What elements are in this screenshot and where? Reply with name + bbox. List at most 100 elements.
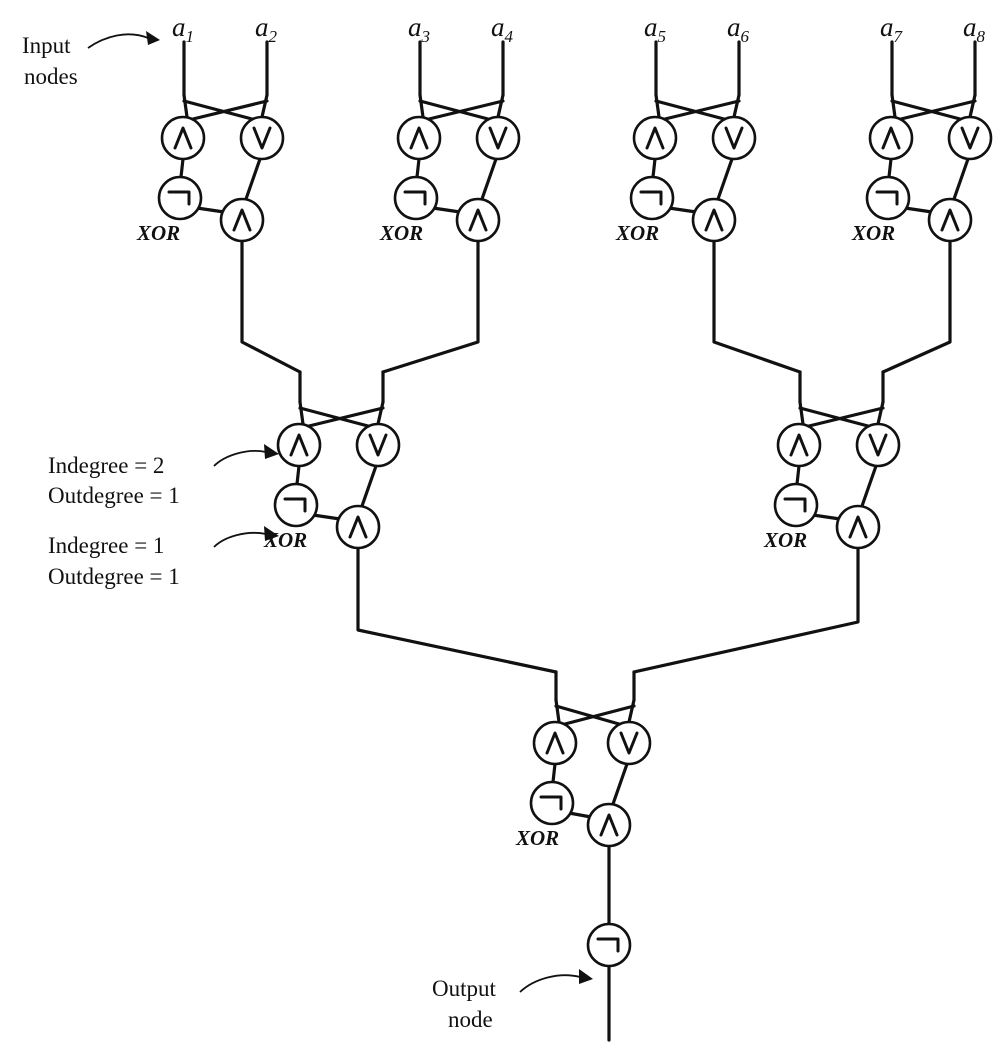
input-label-a5: a5: [644, 12, 666, 46]
xor-l2-2-wire-and-not: [795, 464, 801, 486]
xor-l1-3-not-gate-circle: [629, 175, 675, 221]
input-subscript: 8: [977, 27, 986, 46]
xor-l1-3-not-gate: [629, 175, 675, 221]
and-gate-icon: [599, 813, 619, 837]
xor-l2-1-wire-right-or: [376, 400, 385, 426]
xor-l1-2-not-gate: [393, 175, 439, 221]
connector-l2-1-to-l3: [356, 546, 558, 674]
input-label-a3: a3: [408, 12, 430, 46]
xor-l2-1-and2-gate: [335, 504, 381, 550]
input-subscript: 3: [421, 27, 431, 46]
or-gate-icon: [368, 433, 388, 457]
xor-l1-2-wire-left-and: [418, 93, 425, 119]
input-nodes-label-line1: Input: [22, 33, 71, 58]
xor-l1-3-and-gate-circle: [632, 115, 678, 161]
xor-l2-1-or-gate: [355, 422, 401, 468]
gate-nodes: [157, 115, 993, 968]
xor-l1-3-and-gate: [632, 115, 678, 161]
xor-l2-1-wire-cross-2: [307, 406, 385, 428]
xor-l1-2-xor-label: XOR: [379, 221, 423, 245]
not-gate-icon: [875, 190, 899, 206]
xor-l1-1-wire-cross-2: [191, 99, 269, 121]
input-label-a6: a6: [727, 12, 750, 46]
xor-l1-4-or-gate-circle: [947, 115, 993, 161]
xor-l1-3-or-gate-circle: [711, 115, 757, 161]
xor-l1-3-wire-cross-1: [654, 99, 726, 121]
input-subscript: 6: [741, 27, 750, 46]
output-node-label-line1: Output: [432, 976, 497, 1001]
xor-l1-3-wire-not-and2: [667, 206, 698, 214]
connector-l1-3-to-l2-2: [712, 239, 802, 374]
xor-l1-4-wire-right-or: [968, 93, 977, 119]
xor-l1-1-or-gate: [239, 115, 285, 161]
xor-l2-2-and2-gate-circle: [835, 504, 881, 550]
xor-l1-1-wire-right-or: [260, 93, 269, 119]
xor-l2-2-not-gate: [773, 482, 819, 528]
xor-l1-1-not-gate-circle: [157, 175, 203, 221]
xor-l2-2-wire-cross-1: [798, 406, 870, 428]
xor-l1-4-wire-and-not: [887, 157, 893, 179]
wires: [179, 40, 977, 1042]
xor-l1-4-and2-gate-circle: [927, 197, 973, 243]
xor-l3-wire-right-or: [627, 698, 636, 724]
xor-l3-or-gate: [606, 720, 652, 766]
input-label-a7: a7: [880, 12, 904, 46]
xor-l3-or-gate-circle: [606, 720, 652, 766]
xor-l2-2-and-gate-circle: [776, 422, 822, 468]
and-gate-icon: [173, 126, 193, 150]
xor-l2-1-and-gate: [276, 422, 322, 468]
xor-l1-2-wire-and-not: [415, 157, 421, 179]
or-gate-icon: [619, 731, 639, 755]
input-label-a4: a4: [491, 12, 514, 46]
xor-l1-2-wire-or-and2: [480, 157, 498, 201]
not-degree-arrow-head: [264, 526, 279, 541]
xor-l3-wire-or-and2: [611, 762, 629, 806]
not-gate-icon: [639, 190, 663, 206]
input-letter: a: [727, 12, 741, 42]
not-degree-arrow: [213, 532, 267, 548]
output-not-gate-circle: [586, 922, 632, 968]
input-nodes-annotation: Input nodes: [22, 31, 160, 89]
xor-l3-and-gate-circle: [532, 720, 578, 766]
xor-l2-2-wire-not-and2: [811, 513, 842, 521]
and-gate-icon: [704, 208, 724, 232]
and-degree-line2: Outdegree = 1: [48, 483, 180, 508]
not-degree-line2: Outdegree = 1: [48, 564, 180, 589]
input-subscript: 4: [505, 27, 514, 46]
xor-l3-wire-cross-1: [554, 704, 621, 726]
xor-l1-4-wire-not-and2: [903, 206, 934, 214]
not-gate-icon: [403, 190, 427, 206]
xor-l1-2-and-gate: [396, 115, 442, 161]
xor-l1-3-and2-gate: [691, 197, 737, 243]
xor-l2-2-and-gate: [776, 422, 822, 468]
and-gate-icon: [348, 515, 368, 539]
not-gate-icon: [783, 497, 807, 513]
xor-l1-1-wire-not-and2: [195, 206, 226, 214]
xor-l1-2-wire-not-and2: [431, 206, 462, 214]
xor-l3-wire-cross-2: [563, 704, 636, 726]
xor-l2-1-wire-not-and2: [311, 513, 342, 521]
input-letter: a: [255, 12, 269, 42]
xor-l2-2-wire-or-and2: [860, 464, 878, 508]
xor-l1-2-and-gate-circle: [396, 115, 442, 161]
xor-l1-2-and2-gate: [455, 197, 501, 243]
and-gate-icon: [789, 433, 809, 457]
xor-l1-1-not-gate: [157, 175, 203, 221]
xor-l2-2-xor-label: XOR: [763, 528, 807, 552]
output-not-gate: [586, 922, 632, 968]
xor-l2-2-and2-gate: [835, 504, 881, 550]
xor-l2-1-wire-left-and: [298, 400, 305, 426]
xor-l1-1-xor-label: XOR: [136, 221, 180, 245]
xor-l1-1-or-gate-circle: [239, 115, 285, 161]
and-gate-icon: [232, 208, 252, 232]
input-letter: a: [880, 12, 894, 42]
xor-l2-1-or-gate-circle: [355, 422, 401, 468]
connector-l1-4-to-l2-2: [881, 239, 952, 374]
xor-l1-3-wire-and-not: [651, 157, 657, 179]
not-gate-icon: [596, 937, 620, 953]
xor-l3-and-gate: [532, 720, 578, 766]
input-letter: a: [172, 12, 186, 42]
xor-l1-3-or-gate: [711, 115, 757, 161]
not-gate-icon: [167, 190, 191, 206]
